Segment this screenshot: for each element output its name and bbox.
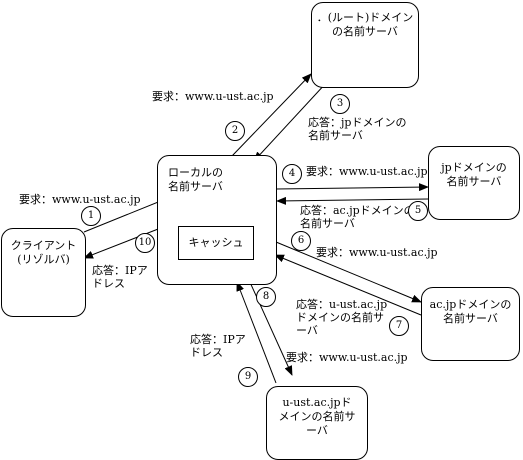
step-5-circle: 5 — [408, 201, 428, 221]
step-6-circle: 6 — [291, 231, 311, 251]
step-4-circle: 4 — [282, 164, 302, 184]
label-request-6: 要求：www.u-ust.ac.jp — [316, 246, 438, 259]
label-request-2: 要求：www.u-ust.ac.jp — [152, 90, 274, 103]
client-resolver-box: クライアント (リゾルバ) — [1, 228, 86, 317]
label-response-5: 応答：ac.jpドメインの 名前サーバ — [300, 204, 415, 230]
label-request-8: 要求：www.u-ust.ac.jp — [286, 351, 408, 364]
arrow-step-9 — [236, 281, 277, 384]
u-ust-name-server-box: u-ust.ac.jpド メインの名前サ ーバ — [266, 386, 368, 460]
cache-box: キャッシュ — [178, 226, 254, 260]
local-name-server-label: ローカルの 名前サーバ — [168, 166, 223, 193]
label-response-10: 応答：IPア ドレス — [92, 264, 148, 290]
label-response-7: 応答：u-ust.ac.jp ドメインの名前サ ーバ — [296, 298, 388, 337]
acjp-name-server-label: ac.jpドメインの 名前サーバ — [429, 298, 512, 325]
label-response-9: 応答：IPア ドレス — [190, 333, 246, 359]
jp-name-server-label: jpドメインの 名前サーバ — [441, 161, 507, 188]
step-3-circle: 3 — [330, 94, 350, 114]
label-request-1: 要求：www.u-ust.ac.jp — [19, 193, 141, 206]
step-10-circle: 10 — [135, 233, 155, 253]
step-1-circle: 1 — [81, 206, 101, 226]
jp-name-server-box: jpドメインの 名前サーバ — [428, 146, 520, 220]
step-9-circle: 9 — [238, 367, 258, 387]
label-request-4: 要求：www.u-ust.ac.jp — [306, 165, 428, 178]
step-2-circle: 2 — [225, 121, 245, 141]
root-name-server-label: ．(ルート)ドメイン の名前サーバ — [316, 11, 414, 38]
step-8-circle: 8 — [256, 287, 276, 307]
arrow-step-6 — [275, 241, 422, 303]
u-ust-name-server-label: u-ust.ac.jpド メインの名前サ ーバ — [278, 396, 356, 437]
arrow-step-7 — [274, 254, 422, 316]
local-name-server-box: ローカルの 名前サーバ キャッシュ — [157, 155, 277, 285]
arrow-step-8 — [243, 268, 293, 376]
step-7-circle: 7 — [389, 316, 409, 336]
client-resolver-label: クライアント (リゾルバ) — [10, 239, 77, 266]
arrow-step-2 — [231, 73, 312, 157]
label-response-3: 応答：jpドメインの 名前サーバ — [308, 116, 407, 142]
root-name-server-box: ．(ルート)ドメイン の名前サーバ — [311, 2, 419, 88]
arrow-step-5 — [276, 196, 429, 205]
arrow-step-3 — [253, 81, 328, 162]
acjp-name-server-box: ac.jpドメインの 名前サーバ — [421, 287, 520, 361]
cache-label: キャッシュ — [188, 236, 244, 249]
arrow-step-4 — [275, 183, 429, 192]
